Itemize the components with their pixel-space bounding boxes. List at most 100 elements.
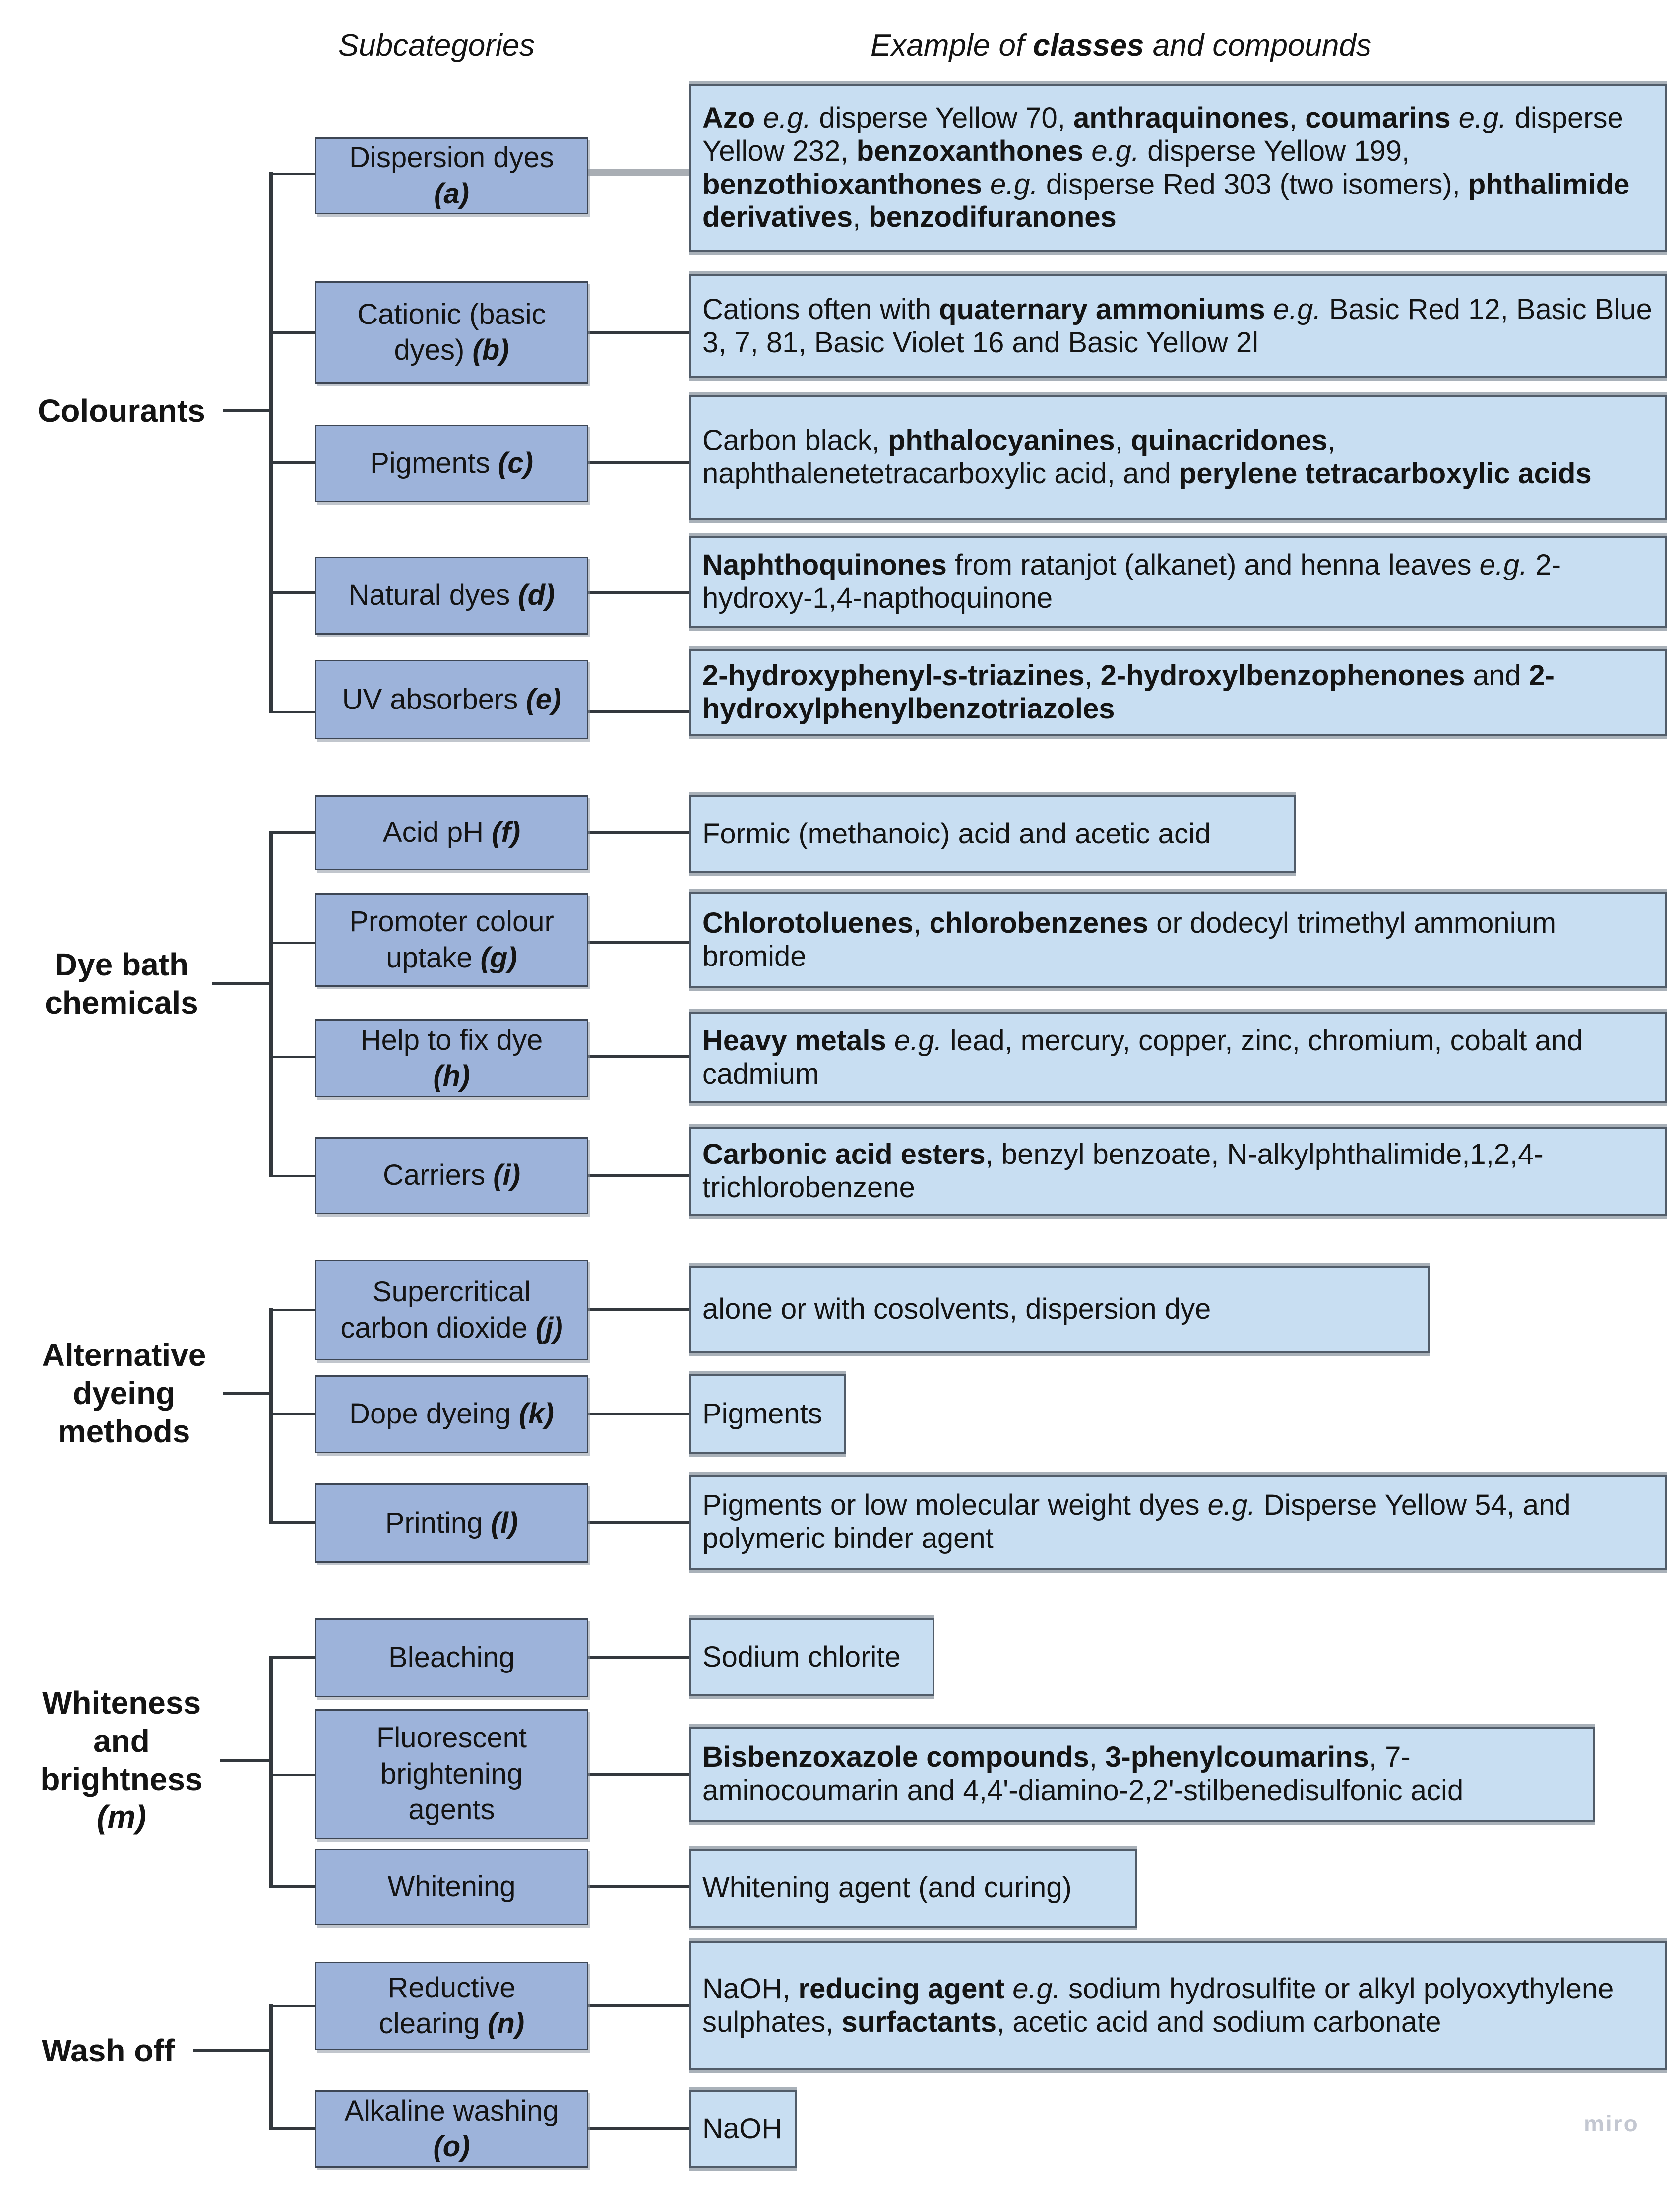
connector-line xyxy=(588,710,689,713)
subcat-label: Natural dyes (d) xyxy=(348,579,555,612)
example-box-c-pigments: Carbon black, phthalocyanines, quinacrid… xyxy=(689,395,1667,520)
example-text: Cations often with quaternary ammoniums … xyxy=(702,293,1652,359)
example-text: Formic (methanoic) acid and acetic acid xyxy=(702,818,1211,850)
subcat-box-whitening: Whitening xyxy=(315,1849,588,1925)
subcat-box-o-alkaline-washing: Alkaline washing(o) xyxy=(315,2090,588,2168)
connector-line xyxy=(272,2005,315,2007)
example-text: Pigments xyxy=(702,1397,822,1430)
example-box-i-carriers: Carbonic acid esters, benzyl benzoate, N… xyxy=(689,1127,1667,1216)
connector-line xyxy=(272,1774,315,1776)
example-text: Carbon black, phthalocyanines, quinacrid… xyxy=(702,424,1592,490)
connector-line xyxy=(272,711,315,713)
connector-line xyxy=(588,331,689,334)
connector-line xyxy=(588,2127,689,2130)
category-dash-line xyxy=(220,1759,272,1762)
connector-line xyxy=(272,942,315,944)
connector-line xyxy=(272,1056,315,1058)
example-text: Whitening agent (and curing) xyxy=(702,1871,1072,1904)
subcat-label: Carriers (i) xyxy=(382,1159,521,1192)
category-dash-line xyxy=(212,982,272,985)
example-box-bisbenzoxazole: Bisbenzoxazole compounds, 3-phenylcoumar… xyxy=(689,1727,1595,1822)
example-text: Sodium chlorite xyxy=(702,1641,901,1673)
connector-line xyxy=(272,1309,315,1311)
miro-watermark: miro xyxy=(1584,2111,1639,2136)
connector-line xyxy=(272,331,315,334)
example-text: Azo e.g. disperse Yellow 70, anthraquino… xyxy=(702,102,1630,234)
subcat-box-f-acid-ph: Acid pH (f) xyxy=(315,795,588,870)
example-box-a-dispersion-dyes: Azo e.g. disperse Yellow 70, anthraquino… xyxy=(689,84,1667,252)
subcat-box-e-uv-absorbers: UV absorbers (e) xyxy=(315,660,588,739)
example-box-g-promoter-uptake: Chlorotoluenes, chlorobenzenes or dodecy… xyxy=(689,892,1667,988)
example-text: Chlorotoluenes, chlorobenzenes or dodecy… xyxy=(702,906,1556,972)
connector-line xyxy=(588,461,689,464)
example-text: Pigments or low molecular weight dyes e.… xyxy=(702,1489,1571,1554)
example-text: Heavy metals e.g. lead, mercury, copper,… xyxy=(702,1024,1583,1090)
category-label-wash-off: Wash off xyxy=(42,2033,175,2068)
example-box-f-acid-ph: Formic (methanoic) acid and acetic acid xyxy=(689,795,1296,873)
column-header-subcategories: Subcategories xyxy=(338,28,535,63)
subcat-label: Whitening xyxy=(387,1870,516,1903)
connector-line xyxy=(588,1656,689,1659)
subcat-box-l-printing: Printing (l) xyxy=(315,1483,588,1563)
connector-line xyxy=(588,1055,689,1058)
example-text: Bisbenzoxazole compounds, 3-phenylcoumar… xyxy=(702,1741,1464,1806)
connector-line xyxy=(272,591,315,594)
connector-line xyxy=(272,2127,315,2130)
connector-line xyxy=(588,1174,689,1177)
subcat-box-h-help-fix-dye: Help to fix dye(h) xyxy=(315,1019,588,1097)
example-box-whitening-agent: Whitening agent (and curing) xyxy=(689,1849,1137,1928)
subcat-box-i-carriers: Carriers (i) xyxy=(315,1137,588,1214)
subcat-label: Acid pH (f) xyxy=(382,816,521,849)
bracket-spine xyxy=(269,2004,273,2130)
connector-line-gray xyxy=(588,169,692,176)
connector-line xyxy=(588,2004,689,2007)
connector-line xyxy=(588,1885,689,1888)
subcat-label: Alkaline washing(o) xyxy=(344,2094,559,2163)
connector-line xyxy=(588,941,689,944)
subcat-label: Dispersion dyes(a) xyxy=(349,141,554,210)
column-header-examples: Example of classes and compounds xyxy=(871,28,1371,63)
category-dash-line xyxy=(223,409,272,412)
bracket-spine xyxy=(269,831,273,1177)
connector-line xyxy=(588,831,689,834)
subcat-box-c-pigments: Pigments (c) xyxy=(315,425,588,502)
subcat-box-k-dope-dyeing: Dope dyeing (k) xyxy=(315,1375,588,1453)
connector-line xyxy=(588,1413,689,1415)
subcat-label: Dope dyeing (k) xyxy=(349,1398,554,1430)
connector-line xyxy=(272,1885,315,1888)
example-box-h-heavy-metals: Heavy metals e.g. lead, mercury, copper,… xyxy=(689,1012,1667,1103)
connector-line xyxy=(272,461,315,464)
example-box-k-dope-dyeing: Pigments xyxy=(689,1374,846,1454)
category-dash-line xyxy=(223,1392,272,1395)
subcat-label: Printing (l) xyxy=(385,1506,518,1539)
subcat-box-bleaching: Bleaching xyxy=(315,1618,588,1697)
example-box-d-natural-dyes: Naphthoquinones from ratanjot (alkanet) … xyxy=(689,536,1667,628)
example-text: NaOH xyxy=(702,2112,783,2145)
subcat-label: Bleaching xyxy=(388,1641,515,1674)
example-text: Naphthoquinones from ratanjot (alkanet) … xyxy=(702,549,1561,614)
connector-line xyxy=(272,1656,315,1659)
connector-line xyxy=(588,1521,689,1524)
example-box-sodium-chlorite: Sodium chlorite xyxy=(689,1618,934,1696)
example-box-b-cationic-dyes: Cations often with quaternary ammoniums … xyxy=(689,274,1667,378)
bracket-spine xyxy=(269,172,273,713)
example-text: 2-hydroxyphenyl-s-triazines, 2-hydroxylb… xyxy=(702,659,1555,725)
connector-line xyxy=(272,173,315,175)
subcat-box-a-dispersion-dyes: Dispersion dyes(a) xyxy=(315,137,588,214)
category-dash-line xyxy=(193,2049,272,2052)
subcat-label: UV absorbers (e) xyxy=(342,683,561,715)
bracket-spine xyxy=(269,1656,273,1888)
example-box-o-naoh: NaOH xyxy=(689,2090,797,2168)
connector-line xyxy=(588,1308,689,1311)
example-text: alone or with cosolvents, dispersion dye xyxy=(702,1293,1211,1326)
